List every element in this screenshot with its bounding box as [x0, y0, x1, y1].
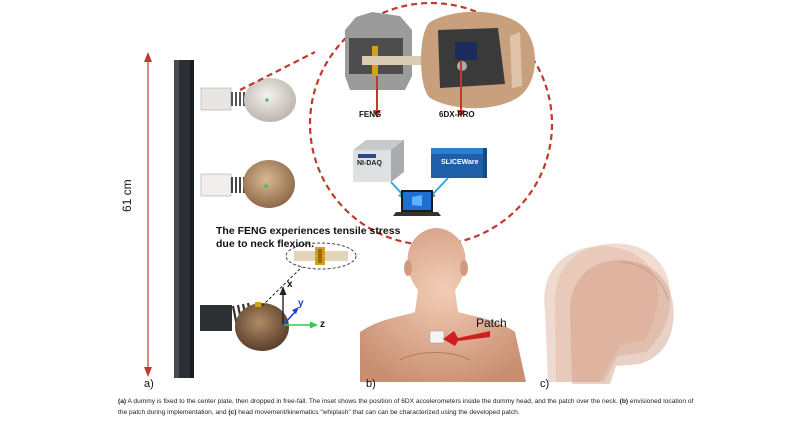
inset-leader-line — [239, 51, 316, 91]
sixdx-label: 6DX-PRO — [439, 110, 475, 119]
caption-b-text: envisioned location of the patch during … — [118, 398, 694, 416]
patch-pointer-arrow — [443, 331, 490, 346]
caption-a-tag: (a) — [118, 398, 127, 405]
figure-caption: (a) A dummy is fixed to the center plate… — [118, 397, 698, 418]
patch-leader-line — [261, 263, 306, 307]
panel-b-image — [360, 228, 526, 382]
head-cross-section — [345, 11, 535, 109]
axis-triad — [279, 286, 318, 329]
laptop-icon — [393, 190, 441, 216]
stress-note-line2: due to neck flexion. — [216, 238, 315, 250]
sliceware-label: SLICEWare — [441, 159, 479, 166]
patch-zoom-ellipse — [285, 242, 357, 270]
ni-daq-device — [353, 140, 404, 182]
sliceware-box — [431, 148, 487, 178]
axis-y-label: y — [298, 298, 304, 309]
nidaq-label: NI-DAQ — [357, 160, 382, 167]
caption-c-text: head movement/kinematics "whiplash" that… — [236, 408, 520, 416]
feng-label: FENG — [359, 110, 382, 119]
panel-b-letter: b) — [366, 378, 376, 390]
panel-a-letter: a) — [144, 378, 154, 390]
patch-label: Patch — [476, 316, 507, 330]
dummy-bottom — [200, 302, 289, 351]
neck-patch — [429, 330, 445, 344]
height-dimension-arrow — [144, 52, 152, 377]
panel-c-image — [544, 243, 674, 384]
dummy-middle — [200, 160, 295, 208]
panel-a-figure — [144, 1, 674, 384]
panel-c-letter: c) — [540, 378, 550, 390]
stress-note: The FENG experiences tensile stress due … — [216, 225, 400, 251]
caption-c-tag: (c) — [228, 408, 237, 416]
center-plate — [174, 60, 194, 378]
caption-a-text: A dummy is fixed to the center plate, th… — [126, 398, 620, 405]
axis-z-label: z — [320, 319, 325, 330]
caption-b-tag: (b) — [619, 398, 629, 405]
dummy-top — [200, 78, 296, 122]
height-label: 61 cm — [120, 179, 134, 212]
stress-note-line1: The FENG experiences tensile stress — [216, 225, 401, 237]
axis-x-label: x — [287, 279, 293, 290]
